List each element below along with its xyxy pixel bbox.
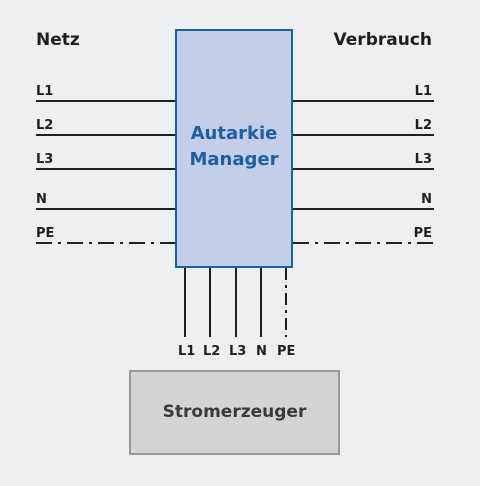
autarkie-manager-box: [175, 29, 293, 268]
grid-label-pe: PE: [36, 226, 55, 241]
gen-label-l1: L1: [178, 344, 196, 359]
manager-title-line1: Autarkie: [190, 123, 278, 144]
gen-label-pe: PE: [277, 344, 296, 359]
consumer-heading: Verbrauch: [333, 30, 432, 50]
autarkie-manager-title: Autarkie Manager: [175, 121, 293, 173]
grid-label-l1: L1: [36, 84, 54, 99]
grid-label-n: N: [36, 192, 47, 207]
grid-heading: Netz: [36, 30, 80, 50]
consumer-label-l1: L1: [414, 84, 432, 99]
generator-label: Stromerzeuger: [162, 402, 307, 422]
grid-label-l3: L3: [36, 152, 54, 167]
grid-label-l2: L2: [36, 118, 54, 133]
consumer-label-pe: PE: [413, 226, 432, 241]
generator-box: [129, 370, 340, 455]
consumer-label-l2: L2: [414, 118, 432, 133]
gen-label-n: N: [256, 344, 267, 359]
gen-label-l3: L3: [229, 344, 247, 359]
manager-title-line2: Manager: [189, 149, 279, 170]
gen-label-l2: L2: [203, 344, 221, 359]
consumer-label-n: N: [421, 192, 432, 207]
consumer-label-l3: L3: [414, 152, 432, 167]
